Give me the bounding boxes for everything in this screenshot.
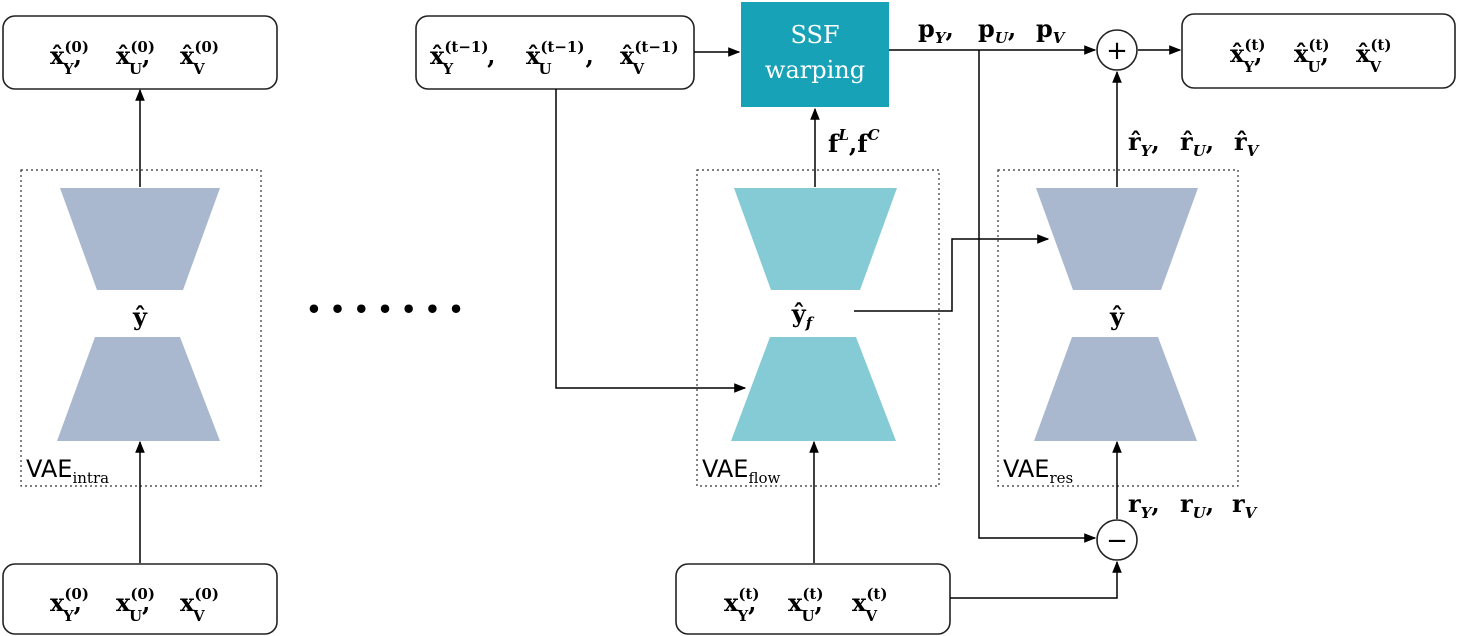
adder-node xyxy=(1096,29,1138,71)
ssf-line2: warping xyxy=(765,56,865,84)
prediction-label: pY, pU, pV xyxy=(918,14,1066,47)
arrow-xt-to-subtractor xyxy=(950,560,1122,599)
latent-y-hat-flow: ŷf xyxy=(791,299,815,332)
box-xhat-t xyxy=(1181,13,1456,89)
label-x-0: x(0)Y, x(0)U, x(0)V xyxy=(50,585,219,625)
vae-intra-frame xyxy=(20,169,262,487)
vae-res-frame xyxy=(997,169,1239,487)
intra-encoder xyxy=(57,337,220,441)
arrow-prev-to-flow-encoder xyxy=(555,89,747,393)
arrow-flow-latent-to-res-decoder xyxy=(854,234,1050,312)
intra-decoder xyxy=(60,188,220,290)
vae-intra-label: VAEintra xyxy=(26,455,109,487)
flow-fields-label: fL,fC xyxy=(828,126,880,158)
box-x-0 xyxy=(2,563,278,635)
latent-y-hat-intra: ŷ xyxy=(132,302,148,331)
label-xhat-t: x̂(t)Y, x̂(t)U, x̂(t)V xyxy=(1230,36,1391,76)
minus-sign: − xyxy=(1106,526,1128,556)
ssf-warping-block xyxy=(741,2,889,107)
residual-label: rY, rU, rV xyxy=(1128,489,1258,522)
ssf-line1: SSF xyxy=(790,21,839,49)
label-x-t: x(t)Y, x(t)U, x(t)V xyxy=(724,585,887,625)
vae-flow-label: VAEflow xyxy=(702,455,781,487)
label-xhat-0: x̂(0)Y, x̂(0)U, x̂(0)V xyxy=(50,38,219,78)
res-decoder xyxy=(1036,188,1198,290)
latent-y-hat-res: ŷ xyxy=(1109,302,1125,331)
vae-flow-frame xyxy=(696,169,940,487)
decoded-residual-label: r̂Y, r̂U, r̂V xyxy=(1128,127,1260,160)
arrow-prediction-to-subtractor xyxy=(978,50,1097,543)
label-xhat-prev: x̂(t−1)Y, x̂(t−1)U, x̂(t−1)V xyxy=(430,38,678,78)
subtractor-node xyxy=(1096,519,1138,561)
flow-decoder xyxy=(734,188,897,290)
ellipsis: • • • • • • • xyxy=(306,295,464,324)
res-encoder xyxy=(1034,337,1197,441)
flow-encoder xyxy=(731,337,896,441)
vae-res-label: VAEres xyxy=(1003,455,1073,487)
box-x-t xyxy=(675,563,951,635)
plus-sign: + xyxy=(1106,36,1128,66)
